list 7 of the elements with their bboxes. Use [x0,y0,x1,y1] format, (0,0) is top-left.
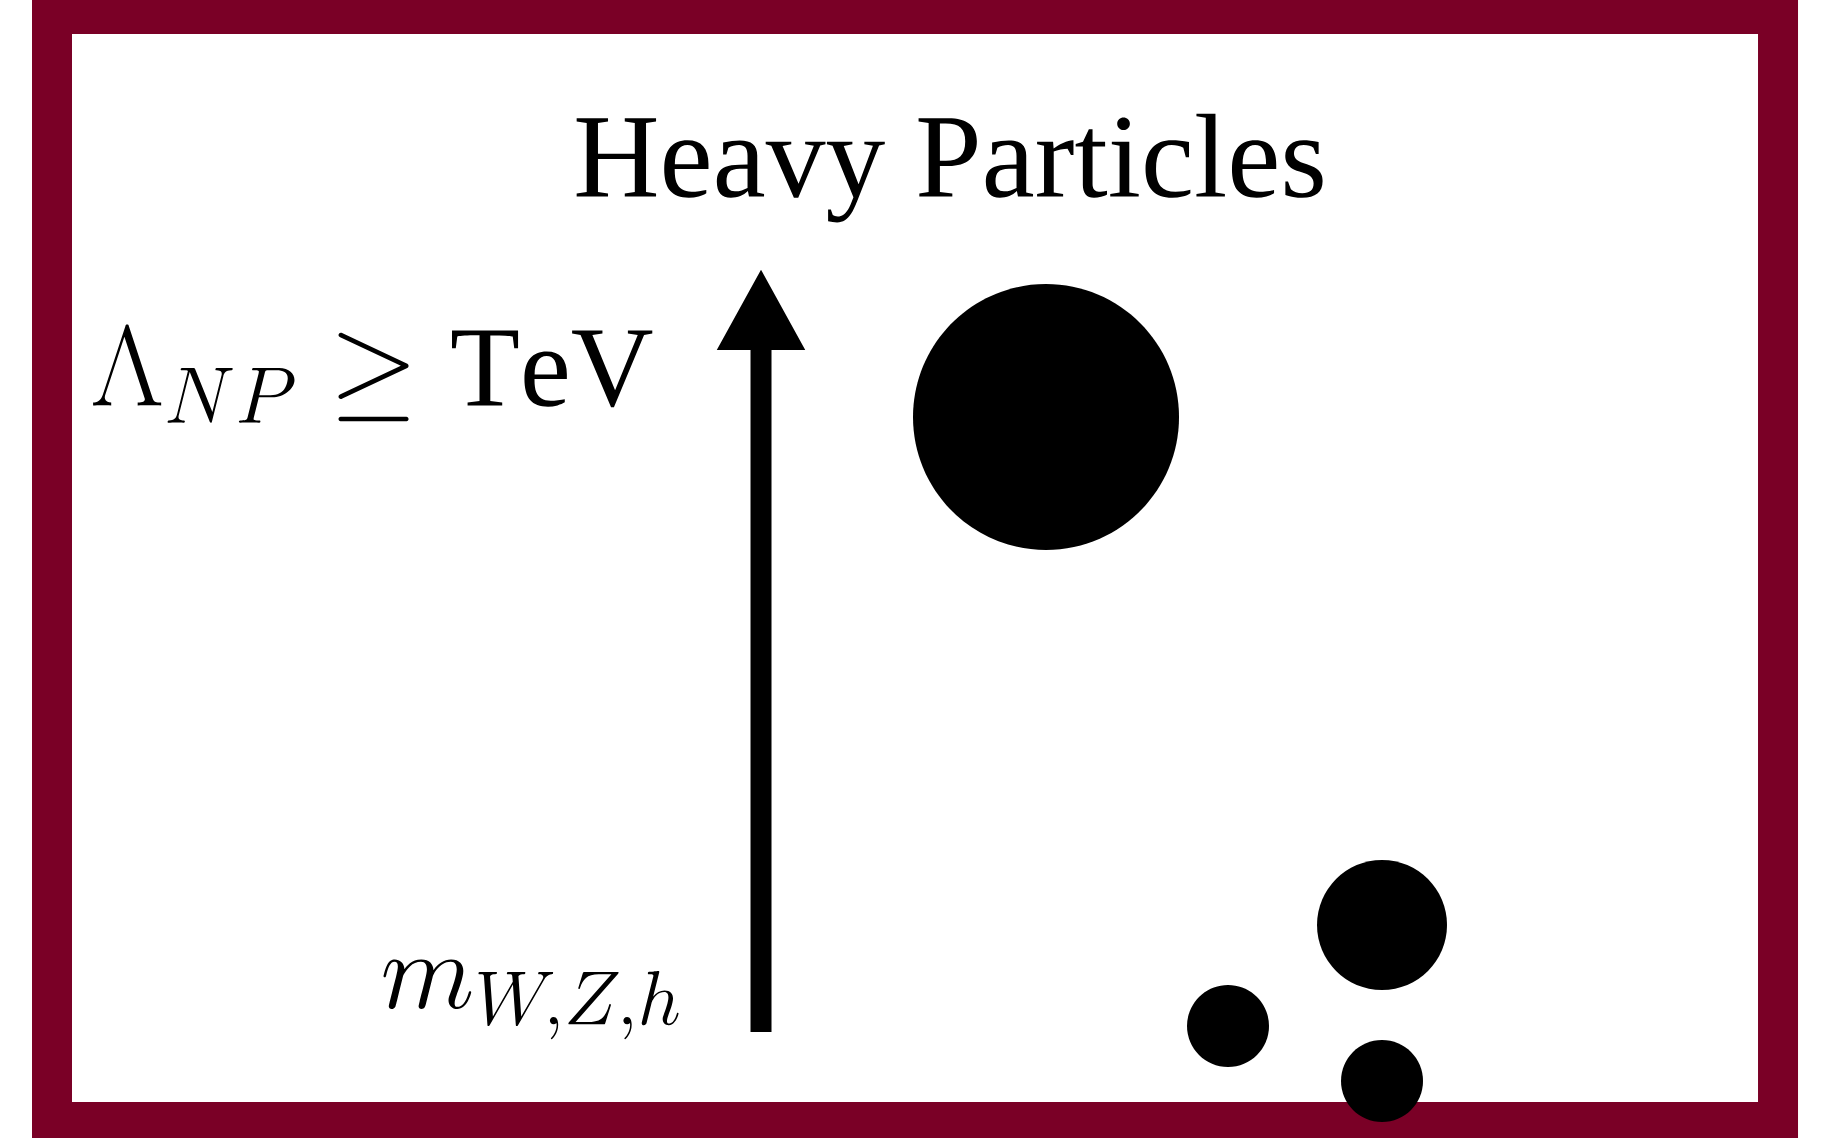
particle-dot [1341,1040,1423,1122]
title: Heavy Particles [576,113,1323,223]
particle-dot [913,284,1179,550]
particle-dot [1187,985,1269,1067]
scale-label: $\Lambda_{NP} \geq \mathrm{TeV}$ [93,324,653,423]
particle-dot [1317,860,1447,990]
scale-label: $m_{W,Z,h}$ [383,959,679,1040]
